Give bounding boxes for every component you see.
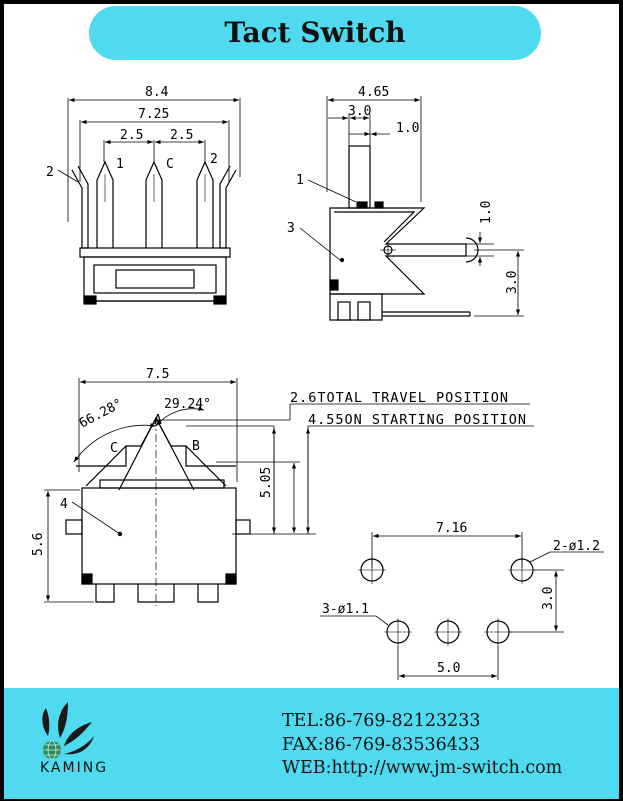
page-title: Tact Switch: [224, 16, 406, 49]
front-dim-inner: 7.25: [138, 107, 169, 122]
top-dim-width: 7.5: [146, 367, 169, 382]
contact-footer: KAMING TEL:86-769-82123233 FAX:86-769-83…: [4, 688, 619, 799]
front-dim-overall: 8.4: [145, 85, 169, 100]
front-view: [57, 97, 241, 305]
side-dim-stem-offset: 1.0: [396, 121, 419, 136]
front-pin-center-label: C: [166, 157, 174, 172]
top-view: [44, 378, 534, 606]
top-point-c: C: [110, 441, 118, 456]
travel-position-label: 2.6TOTAL TRAVEL POSITION: [290, 390, 509, 406]
top-angle-left: 66.28°: [77, 396, 126, 431]
side-dim-lever-drop: 3.0: [505, 271, 520, 294]
front-dim-pitch-right: 2.5: [170, 128, 193, 143]
pcb-dim-3-0: 3.0: [541, 587, 556, 610]
top-dim-5-05: 5.05: [259, 467, 274, 498]
top-angle-right: 29.24°: [164, 397, 211, 412]
top-callout-4: 4: [60, 497, 68, 512]
pcb-dim-7-16: 7.16: [436, 521, 467, 536]
datasheet: Tact Switch: [4, 4, 619, 799]
pcb-layout: [320, 532, 604, 680]
brand-name: KAMING: [40, 760, 109, 776]
web-link[interactable]: WEB:http://www.jm-switch.com: [282, 758, 563, 778]
top-point-a: A: [154, 413, 162, 428]
front-pin-right-label: 2: [210, 152, 218, 167]
tel-text: TEL:86-769-82123233: [282, 711, 481, 731]
pcb-dim-5-0: 5.0: [437, 661, 460, 676]
front-dim-pitch-left: 2.5: [120, 128, 143, 143]
pcb-dim-hole-1-1: 3-ø1.1: [322, 602, 369, 617]
kaming-logo-icon: [42, 702, 94, 760]
starting-position-label: 4.55ON STARTING POSITION: [308, 412, 527, 428]
side-view: [299, 96, 524, 321]
side-callout-1: 1: [296, 173, 304, 188]
side-dim-width: 4.65: [358, 85, 389, 100]
fax-text: FAX:86-769-83536433: [282, 734, 481, 755]
top-point-b: B: [192, 439, 200, 454]
pcb-dim-hole-1-2: 2-ø1.2: [553, 539, 600, 554]
side-dim-lever-height: 1.0: [479, 201, 494, 224]
contact-block: TEL:86-769-82123233 FAX:86-769-83536433 …: [282, 710, 562, 781]
front-pin-left-label: 1: [116, 157, 124, 172]
side-dim-stem: 3.0: [348, 104, 371, 119]
top-dim-height: 5.6: [31, 533, 46, 556]
front-callout-2: 2: [46, 165, 54, 180]
title-banner: Tact Switch: [89, 6, 541, 60]
side-callout-3: 3: [287, 221, 295, 236]
technical-drawing: 8.4 7.25 2.5 2.5 1 C 2 2 4.65 3.0 1.0 1 …: [31, 85, 604, 680]
